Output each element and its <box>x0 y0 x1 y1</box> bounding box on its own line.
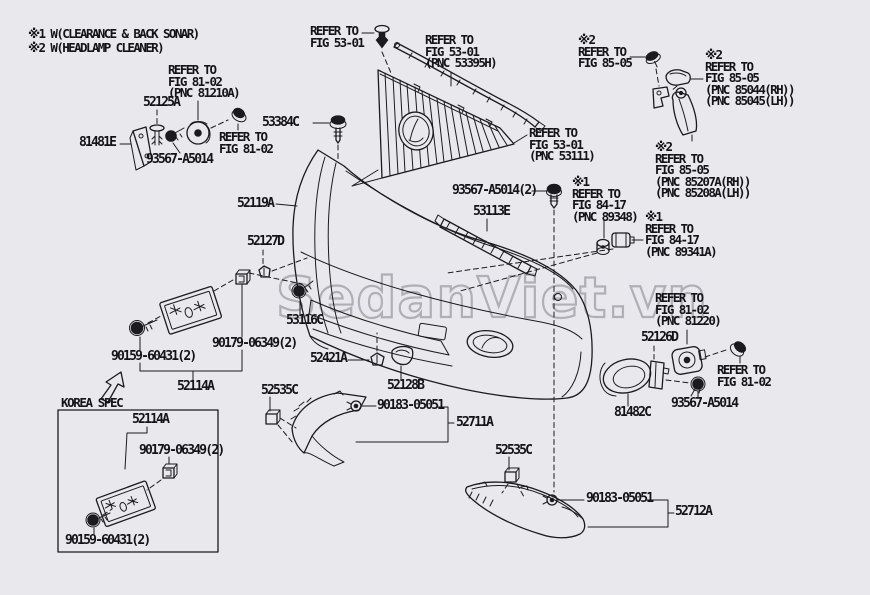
screw-90159-korea-icon <box>85 512 111 528</box>
fog-unit-81220-drawing <box>671 346 707 375</box>
bolt-fig8102-left-icon <box>231 107 247 131</box>
license-bracket-main-drawing <box>129 269 303 381</box>
bolt-icon <box>645 51 661 68</box>
spoiler-52712a-drawing <box>465 456 675 539</box>
screw-93567-right-icon <box>690 376 706 398</box>
deflector-52711a-drawing <box>265 390 455 467</box>
grille-drawing <box>351 69 515 187</box>
grommet-90183-left-icon <box>346 400 362 412</box>
watermark: SedanViet.vn <box>275 265 708 332</box>
fog-lamp-assembly-drawing <box>599 329 747 407</box>
clip-52535c-left-icon <box>265 409 281 425</box>
headlamp-cleaner-drawing <box>629 51 704 142</box>
bracket-52126d-drawing <box>648 345 670 390</box>
bolt-fig8102-right-icon <box>729 341 747 364</box>
strip-53395h-drawing <box>393 42 546 132</box>
screw-93567-left-icon <box>165 127 185 154</box>
korea-spec-box <box>57 409 219 553</box>
clip-52421a-icon <box>347 332 385 366</box>
screw-93567-center-icon <box>531 183 562 493</box>
clip-52535c-right-icon <box>504 467 520 483</box>
clip-90179-main-icon <box>235 269 251 285</box>
grille-leader-line <box>513 134 528 144</box>
lamp-81210a-icon <box>186 100 211 145</box>
screw-90159-main-icon <box>129 319 158 336</box>
lexus-emblem <box>398 111 434 151</box>
clip-52127d-icon <box>258 249 308 278</box>
push-clip-icon <box>361 24 392 74</box>
license-bracket-korea-drawing <box>95 480 156 528</box>
reinforcement-53113e-drawing <box>434 214 538 277</box>
cover-52128b-drawing <box>391 345 414 380</box>
grommet-90183-right-icon <box>542 494 558 506</box>
korea-spec-arrow-icon <box>100 371 125 403</box>
corner-lamp-cluster-drawing <box>119 100 247 171</box>
clip-90179-korea-icon <box>162 463 178 479</box>
bolt-53384c-icon <box>312 115 347 163</box>
sonar-sensor-drawing <box>446 219 644 292</box>
clip-52125a-icon <box>149 109 165 146</box>
bumper-cover-drawing <box>275 149 593 400</box>
screw-53116c-icon <box>291 280 314 315</box>
